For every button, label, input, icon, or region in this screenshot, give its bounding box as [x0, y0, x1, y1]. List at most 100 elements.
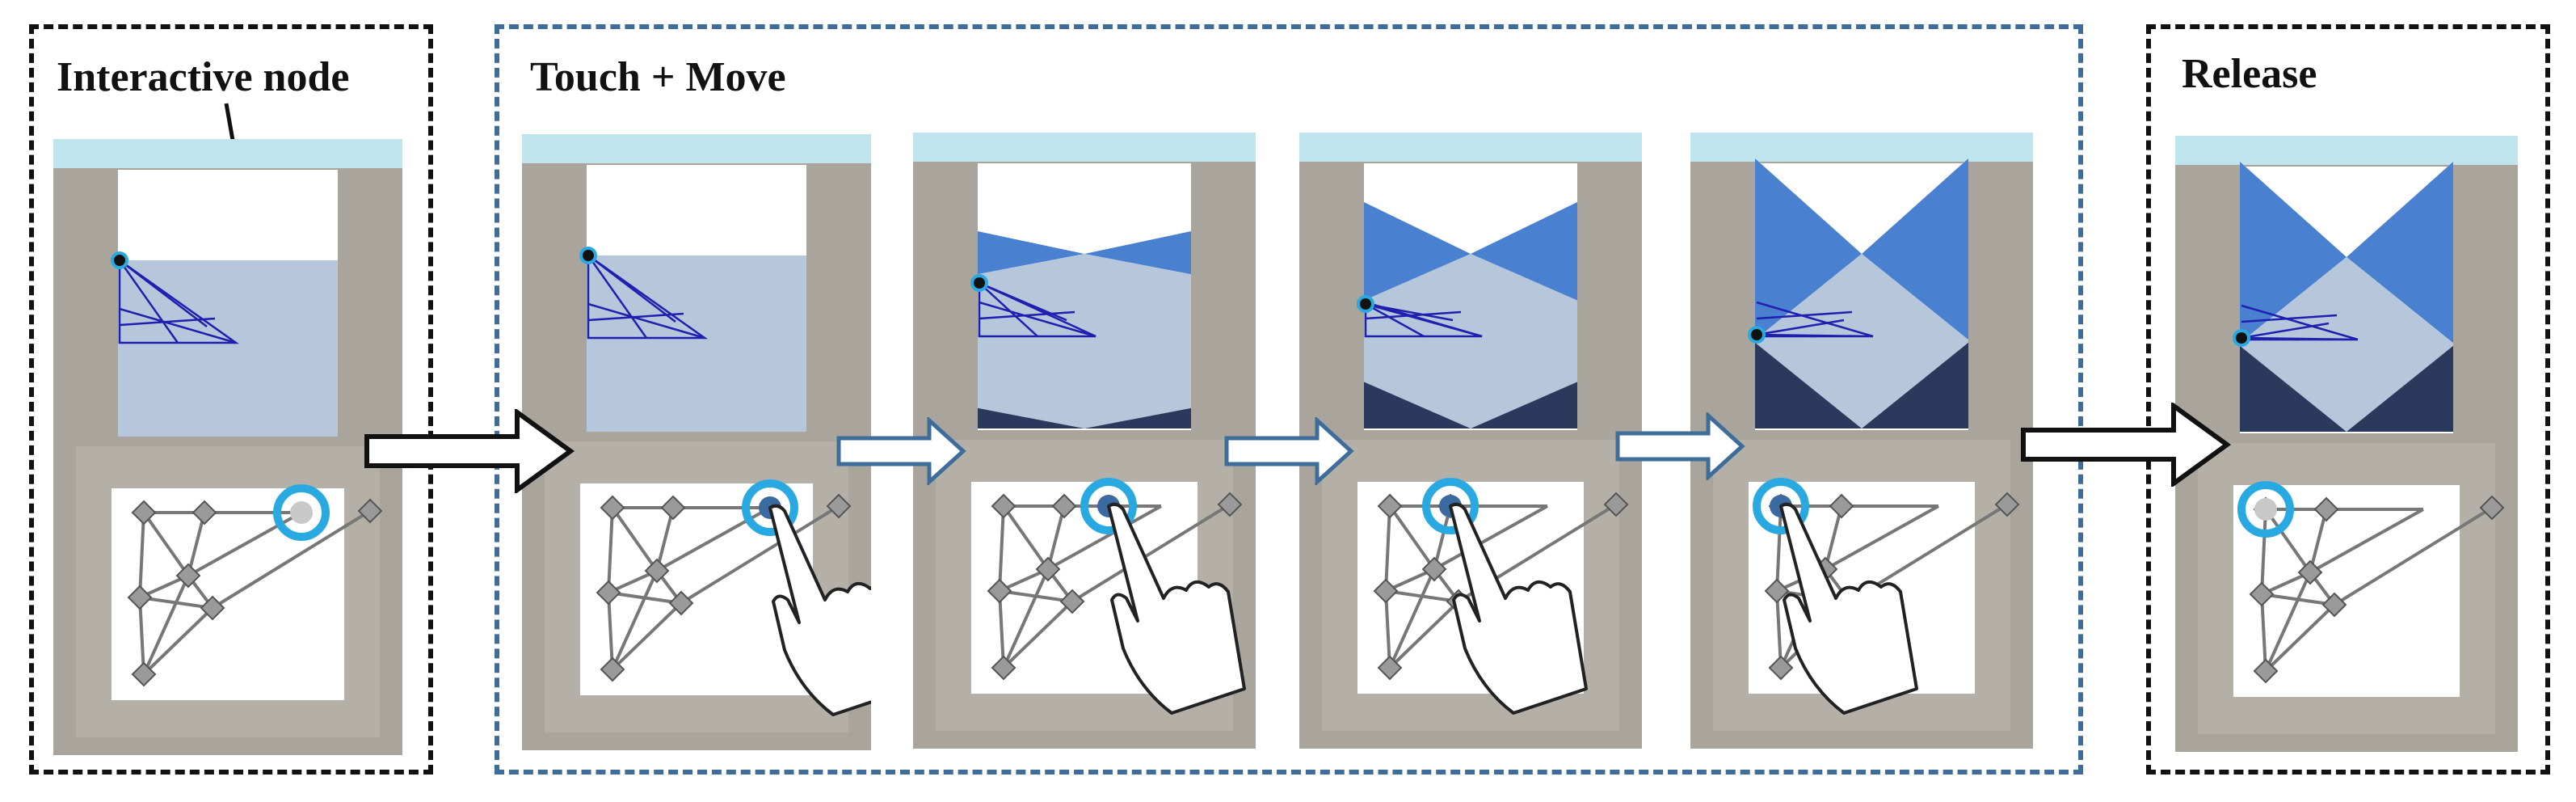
graph-node [991, 493, 1017, 519]
touch-hand-icon [1779, 502, 1918, 715]
panel-step-3 [913, 133, 1256, 749]
panel-step-4 [1299, 133, 1642, 749]
touch-move-group [495, 24, 2083, 775]
sheet-center [2240, 257, 2453, 432]
sheet-center [1364, 254, 1577, 428]
facet-bottom-left [1755, 342, 1862, 428]
graph-node [1764, 578, 1790, 604]
vr-window [970, 163, 1191, 430]
highlight-ring [2237, 481, 2294, 538]
sheet-top [1364, 163, 1577, 251]
graph-node [826, 493, 852, 519]
big-arrow-2 [2021, 403, 2232, 487]
graph-node [600, 656, 625, 682]
graph-node [127, 585, 153, 610]
facet-right [1471, 202, 1577, 301]
graph-node [2253, 658, 2279, 684]
facet-bottom-left [2240, 345, 2347, 432]
graph-node [1603, 492, 1629, 517]
facet-left [1755, 158, 1862, 340]
touch-hand-icon [1107, 502, 1246, 715]
small-arrow-3 [1615, 412, 1745, 480]
sky-strip [2175, 136, 2518, 165]
facet-bottom-left [978, 407, 1084, 428]
release-group [2146, 24, 2550, 775]
panel-step-1 [53, 139, 402, 755]
facet-left [1364, 202, 1471, 301]
small-arrow-2 [1224, 417, 1354, 485]
vr-node [1751, 329, 1762, 340]
graph-node [600, 495, 625, 521]
touch-hand-icon [1449, 502, 1588, 715]
graph-node [175, 563, 201, 589]
touch-hand-icon [768, 504, 871, 716]
panel-step-5 [1690, 133, 2033, 749]
folding-sheet [587, 255, 806, 432]
sky-strip [1299, 133, 1642, 162]
facet-left [2240, 162, 2347, 344]
interactive-node-group [29, 24, 433, 775]
graph-node [1059, 589, 1085, 614]
graph-node [1829, 493, 1854, 519]
graph-node [2297, 559, 2323, 585]
graph-node [1373, 578, 1399, 604]
graph-node [2313, 496, 2339, 522]
vr-node [583, 250, 594, 261]
graph-node [1035, 556, 1061, 582]
wireframe-mesh [1755, 301, 1874, 338]
release-label: Release [2182, 51, 2317, 97]
touch-move-label: Touch + Move [530, 54, 786, 100]
graph-node [1421, 556, 1447, 582]
wireframe-mesh [978, 281, 1096, 338]
facet-right [1084, 231, 1191, 275]
interactive-node [2254, 498, 2277, 521]
vr-node [974, 277, 985, 289]
sheet-center [978, 254, 1191, 428]
highlight-ring [1422, 478, 1479, 534]
graph-node [192, 500, 217, 526]
graph-node [1994, 492, 2020, 517]
panel-step-6 [2175, 136, 2518, 752]
sky-strip [53, 139, 402, 168]
small-arrow-1 [836, 417, 966, 485]
graph-node [200, 595, 225, 621]
graph-node [2321, 592, 2347, 618]
folding-sheet [118, 260, 338, 437]
sheet-center [1755, 254, 1968, 428]
vr-window [1357, 163, 1577, 430]
highlight-ring [742, 479, 798, 536]
graph-node [357, 498, 383, 524]
facet-right [2347, 162, 2453, 344]
facet-left [978, 231, 1084, 275]
interactive-node [290, 501, 313, 524]
graph-node [991, 655, 1017, 681]
graph-node [2249, 581, 2275, 607]
vr-node [2236, 332, 2247, 344]
sky-strip [913, 133, 1256, 162]
sheet-top [2240, 162, 2453, 254]
highlight-ring [273, 484, 330, 541]
graph-node [131, 500, 157, 526]
facet-right [1862, 158, 1968, 340]
highlight-ring [1753, 478, 1809, 534]
graph-node [1377, 493, 1403, 519]
vr-window [579, 165, 806, 432]
wireframe-mesh [587, 253, 708, 340]
graph-node [1217, 492, 1243, 517]
panel-step-2 [522, 134, 871, 750]
sky-strip [522, 134, 871, 163]
sheet-top [1755, 158, 1968, 251]
graph-node [1377, 655, 1403, 681]
graph-node [668, 590, 694, 616]
vr-window [1748, 158, 1968, 430]
vr-node [114, 255, 125, 266]
wireframe-mesh [1364, 301, 1483, 338]
graph-node [596, 580, 621, 606]
facet-bottom-right [1084, 407, 1191, 428]
highlight-ring [1080, 478, 1137, 534]
graph-node [660, 495, 686, 521]
facet-bottom-right [1862, 342, 1968, 428]
graph-node [644, 558, 670, 584]
graph-node [131, 661, 157, 687]
wireframe-mesh [118, 258, 239, 344]
